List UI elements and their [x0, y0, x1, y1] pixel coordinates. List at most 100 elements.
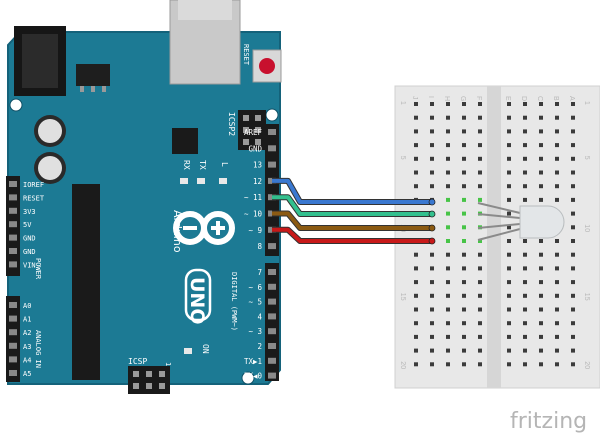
breadboard-hole: [555, 348, 559, 353]
fritzing-watermark: fritzing: [510, 409, 587, 434]
breadboard-hole: [571, 321, 575, 326]
breadboard-hole: [523, 334, 527, 339]
breadboard-hole: [430, 321, 434, 326]
breadboard-hole: [446, 170, 450, 175]
breadboard-hole: [430, 184, 434, 189]
breadboard-hole: [462, 321, 466, 326]
breadboard-hole: [507, 102, 511, 106]
breadboard-hole: [462, 293, 466, 298]
wire-end: [428, 224, 436, 232]
digital-pin-label: ~ 3: [248, 327, 262, 336]
breadboard-hole: [571, 334, 575, 339]
breadboard-hole: [523, 266, 527, 271]
breadboard-hole: [507, 252, 511, 257]
breadboard-hole: [555, 239, 559, 243]
rx-led: [180, 178, 188, 184]
breadboard-hole: [523, 156, 527, 161]
breadboard-hole: [430, 280, 434, 285]
analog-pin-socket: [9, 302, 17, 308]
breadboard-hole: [462, 225, 466, 230]
breadboard-hole: [462, 115, 466, 120]
breadboard-hole: [539, 102, 543, 106]
breadboard-hole: [478, 252, 482, 257]
mounting-hole: [9, 98, 23, 112]
breadboard-hole: [571, 307, 575, 312]
breadboard-hole: [555, 362, 559, 367]
rgb-led: [477, 202, 565, 241]
power-pin-label: VIN: [23, 261, 36, 269]
power-pin-socket: [9, 207, 17, 214]
breadboard-hole: [523, 280, 527, 285]
breadboard-hole: [430, 307, 434, 312]
digital-pin-label: AREF: [244, 128, 263, 137]
analog-pin-socket: [9, 342, 17, 349]
power-pin-socket: [9, 248, 17, 254]
breadboard-hole: [571, 129, 575, 134]
breadboard-hole: [571, 362, 575, 367]
digital-pin-socket: [268, 372, 276, 379]
breadboard-hole: [430, 362, 434, 367]
breadboard-hole: [446, 239, 450, 243]
breadboard-hole: [539, 115, 543, 120]
power-pin-socket: [9, 221, 17, 228]
breadboard-hole: [555, 129, 559, 134]
icsp-pin1-label: 1: [164, 362, 172, 366]
digital-pin-socket: [268, 357, 276, 364]
breadboard-hole: [539, 252, 543, 257]
breadboard-hole: [555, 321, 559, 326]
breadboard-hole: [430, 266, 434, 271]
column-letter: F: [475, 96, 482, 100]
breadboard-hole: [430, 143, 434, 148]
breadboard-hole: [462, 362, 466, 367]
voltage-regulator: [76, 64, 110, 86]
power-pin-label: RESET: [23, 194, 45, 202]
breadboard-hole: [539, 280, 543, 285]
breadboard-hole: [430, 334, 434, 339]
digital-pin-label: 13: [253, 161, 262, 170]
breadboard-hole: [430, 115, 434, 120]
digital-pin-label: 2: [257, 342, 262, 351]
breadboard-hole: [539, 197, 543, 202]
breadboard-hole: [446, 321, 450, 326]
power-pin-label: GND: [23, 248, 36, 256]
column-letter: J: [411, 96, 418, 100]
breadboard-hole: [462, 156, 466, 161]
breadboard-hole: [507, 266, 511, 271]
regulator-leg: [91, 86, 95, 92]
power-pin-label: IOREF: [23, 181, 44, 189]
breadboard-hole: [462, 197, 466, 202]
breadboard-hole: [555, 280, 559, 285]
breadboard-hole: [507, 129, 511, 134]
power-jack-inner: [22, 34, 58, 88]
breadboard-hole: [571, 184, 575, 189]
breadboard-center-channel: [487, 86, 501, 388]
power-pin-socket: [9, 181, 17, 187]
breadboard-hole: [462, 280, 466, 285]
digital-pin-socket: [268, 313, 276, 320]
icsp-header: [128, 366, 170, 394]
digital-pin-socket: [268, 343, 276, 349]
breadboard-hole: [430, 129, 434, 134]
breadboard-hole: [478, 334, 482, 339]
icsp-label: ICSP: [128, 357, 147, 366]
breadboard-hole: [478, 321, 482, 326]
breadboard-hole: [523, 184, 527, 189]
analog-pin-label: A1: [23, 316, 31, 324]
breadboard-hole: [478, 143, 482, 148]
digital-pin-label: 8: [257, 242, 262, 251]
arduino-name: Arduino: [171, 210, 184, 253]
breadboard-hole: [523, 293, 527, 298]
digital-pin-socket: [268, 243, 276, 250]
breadboard-hole: [446, 334, 450, 339]
wire-end: [428, 237, 436, 245]
reset-button[interactable]: [259, 58, 275, 74]
breadboard-hole: [555, 143, 559, 148]
breadboard-hole: [571, 266, 575, 271]
breadboard-hole: [478, 197, 482, 202]
digital-pin-label: TX▶1: [244, 357, 262, 366]
breadboard-hole: [414, 129, 418, 134]
breadboard-hole: [507, 321, 511, 326]
digital-pin-socket: [268, 328, 276, 335]
row-number: 5: [583, 156, 590, 160]
breadboard-hole: [446, 129, 450, 134]
